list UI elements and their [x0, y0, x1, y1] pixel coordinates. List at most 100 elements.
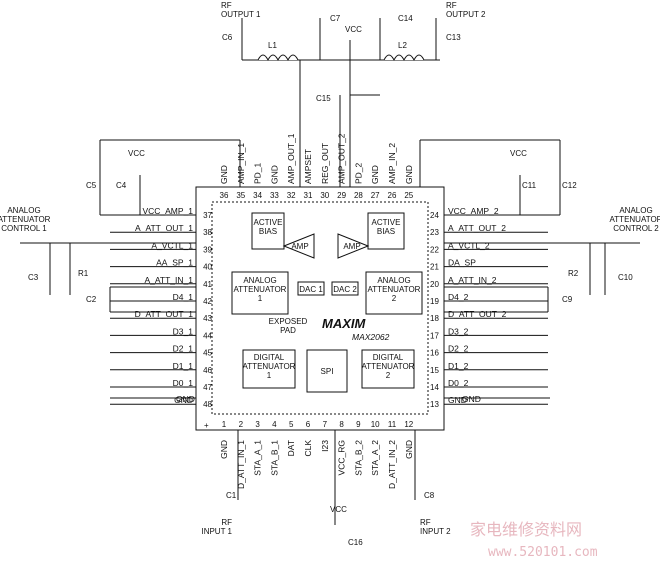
- digital-attenuator-2-label-line2: ATTENUATOR: [362, 362, 415, 371]
- amp-1-label: AMP: [291, 242, 308, 251]
- pin-label-16: D2_2: [448, 344, 469, 354]
- analog-attenuator-2-label-line2: ATTENUATOR: [368, 285, 421, 294]
- pin-label-46: D1_1: [173, 361, 194, 371]
- pin-number-5: 5: [289, 420, 294, 429]
- pin-number-22: 22: [430, 245, 439, 254]
- pin-number-34: 34: [253, 191, 262, 200]
- pin-number-33: 33: [270, 191, 279, 200]
- pin-label-42: D4_1: [173, 292, 194, 302]
- pin-label-33: GND: [269, 165, 279, 184]
- pin-number-21: 21: [430, 263, 439, 272]
- pin-label-48: GND: [174, 395, 193, 405]
- pin-label-1: GND: [219, 440, 229, 459]
- analog-attenuator-1-label-line2: ATTENUATOR: [234, 285, 287, 294]
- pin-label-22: A_VCTL_2: [448, 240, 490, 250]
- vcc-top-label: VCC: [345, 25, 362, 34]
- pin-number-35: 35: [236, 191, 245, 200]
- pin-label-7: I23: [320, 440, 330, 452]
- pin-label-47: D0_1: [173, 378, 194, 388]
- pin-number-26: 26: [388, 191, 397, 200]
- analog-control-1-label-line3: CONTROL 1: [1, 224, 47, 233]
- pin-number-37: 37: [203, 211, 212, 220]
- pin-number-10: 10: [371, 420, 380, 429]
- pin-number-28: 28: [354, 191, 363, 200]
- pin-label-6: CLK: [303, 440, 313, 457]
- pin-number-41: 41: [203, 280, 212, 289]
- pin-number-25: 25: [404, 191, 413, 200]
- analog-control-1-label-line1: ANALOG: [7, 206, 40, 215]
- pin-label-27: GND: [370, 165, 380, 184]
- pin-label-28: PD_2: [353, 162, 363, 184]
- active-bias-2-block: [367, 212, 405, 250]
- pin-number-24: 24: [430, 211, 439, 220]
- component-c12: C12: [562, 181, 577, 190]
- inductors: [257, 54, 425, 62]
- pin-number-6: 6: [306, 420, 311, 429]
- component-c6: C6: [222, 33, 233, 42]
- pin-label-38: A_ATT_OUT_1: [135, 223, 193, 233]
- pin-label-8: VCC_RG: [337, 440, 347, 475]
- component-r2: R2: [568, 269, 579, 278]
- pin-label-17: D3_2: [448, 326, 469, 336]
- pin-number-7: 7: [323, 420, 328, 429]
- component-c10: C10: [618, 273, 633, 282]
- pin-label-25: GND: [404, 165, 414, 184]
- pin-number-32: 32: [287, 191, 296, 200]
- pin-label-12: GND: [404, 440, 414, 459]
- rf-input-2-label-line2: INPUT 2: [420, 527, 451, 536]
- pin-label-15: D1_2: [448, 361, 469, 371]
- pin-number-30: 30: [320, 191, 329, 200]
- pin-label-35: AMP_IN_1: [236, 143, 246, 184]
- pin-number-11: 11: [388, 420, 397, 429]
- pin-number-17: 17: [430, 331, 439, 340]
- pin-label-29: AMP_OUT_2: [337, 133, 347, 184]
- active-bias-1-label-line2: BIAS: [259, 227, 277, 236]
- pin-number-3: 3: [255, 420, 260, 429]
- digital-attenuator-2-label-line1: DIGITAL: [373, 353, 404, 362]
- pin-number-9: 9: [356, 420, 361, 429]
- digital-attenuator-2-label-line3: 2: [386, 371, 391, 380]
- pin-number-2: 2: [239, 420, 244, 429]
- analog-attenuator-2-label-line1: ANALOG: [377, 276, 410, 285]
- component-c4: C4: [116, 181, 127, 190]
- pin-number-8: 8: [339, 420, 344, 429]
- analog-control-2-label-line2: ATTENUATOR: [610, 215, 660, 224]
- pin-label-45: D2_1: [173, 344, 194, 354]
- exposed-pad-label-line2: PAD: [280, 326, 296, 335]
- component-c3: C3: [28, 273, 39, 282]
- component-c11: C11: [522, 181, 537, 190]
- pin-label-44: D3_1: [173, 326, 194, 336]
- spi-block: [306, 349, 348, 393]
- pin-number-47: 47: [203, 383, 212, 392]
- rf-input-1-label-line1: RF: [221, 518, 232, 527]
- pin-label-36: GND: [219, 165, 229, 184]
- pin-number-14: 14: [430, 383, 439, 392]
- component-l1: L1: [268, 41, 277, 50]
- digital-attenuator-2-block: [361, 349, 415, 389]
- amp-2-triangle: [337, 233, 370, 259]
- vcc-bottom-label: VCC: [330, 505, 347, 514]
- rf-input-2-label-line1: RF: [420, 518, 431, 527]
- pin-label-20: A_ATT_IN_2: [448, 275, 497, 285]
- pin-number-48: 48: [203, 400, 212, 409]
- gnd-right-label: GND: [462, 394, 481, 404]
- pins-top-group: 36GND35AMP_IN_134PD_133GND32AMP_OUT_131A…: [219, 133, 414, 200]
- digital-attenuator-1-label-line3: 1: [267, 371, 272, 380]
- pin-label-41: A_ATT_IN_1: [144, 275, 193, 285]
- component-c5: C5: [86, 181, 97, 190]
- active-bias-2-label-line1: ACTIVE: [372, 218, 401, 227]
- pin-label-31: AMPSET: [303, 149, 313, 184]
- digital-attenuator-1-label-line1: DIGITAL: [254, 353, 285, 362]
- digital-attenuator-1-label-line2: ATTENUATOR: [243, 362, 296, 371]
- pin-label-26: AMP_IN_2: [387, 143, 397, 184]
- component-c8: C8: [424, 491, 435, 500]
- dac-1-label: DAC 1: [299, 285, 323, 294]
- gnd-left-label: GND: [176, 394, 195, 404]
- pins-left-group: 37VCC_AMP_138A_ATT_OUT_139A_VCTL_140AA_S…: [110, 206, 213, 409]
- inductor-l2: [383, 54, 425, 62]
- dac-2-label: DAC 2: [333, 285, 357, 294]
- pin-number-23: 23: [430, 228, 439, 237]
- pin-number-42: 42: [203, 297, 212, 306]
- pin-label-19: D4_2: [448, 292, 469, 302]
